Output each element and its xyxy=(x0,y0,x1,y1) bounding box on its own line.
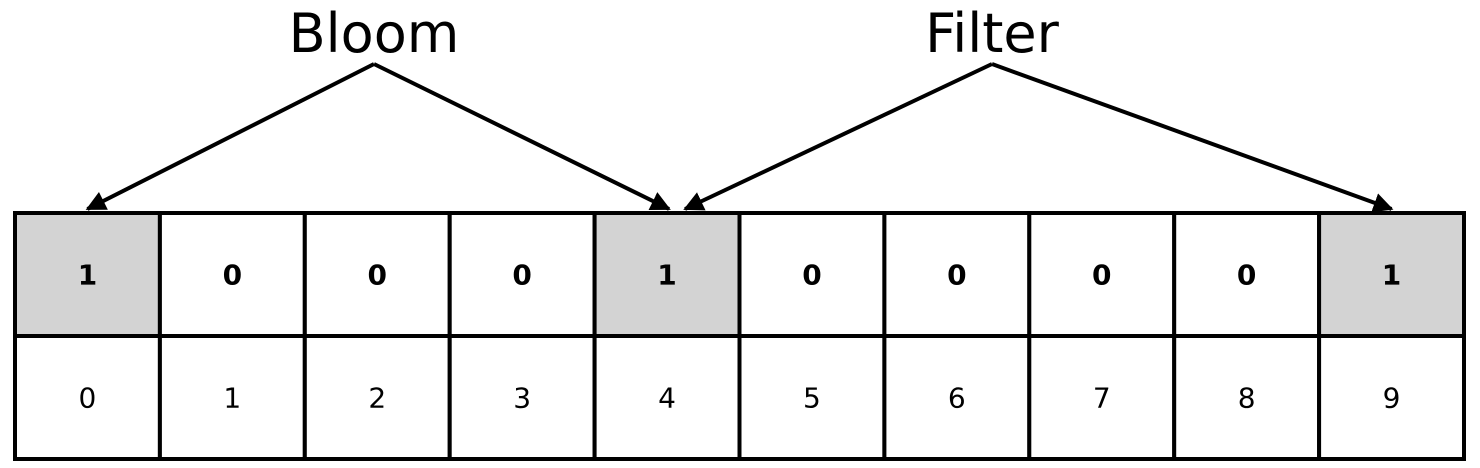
bit-value: 0 xyxy=(512,259,531,292)
index-cell xyxy=(1027,334,1177,461)
bit-array: 1 0 0 1 0 2 0 3 1 4 0 5 0 6 0 7 0 8 1 9 xyxy=(13,211,1466,461)
bit-value: 1 xyxy=(657,259,676,292)
index-label: 3 xyxy=(513,382,531,415)
arrow xyxy=(991,62,1394,213)
arrow xyxy=(683,62,993,211)
index-cell xyxy=(13,334,162,461)
word-filter: Filter xyxy=(925,2,1060,65)
arrows xyxy=(85,62,1394,213)
bit-value: 1 xyxy=(1382,259,1401,292)
index-label: 6 xyxy=(948,382,966,415)
bit-cell xyxy=(1172,211,1322,338)
index-cell xyxy=(737,334,887,461)
bit-value: 0 xyxy=(1237,259,1256,292)
index-cell xyxy=(447,334,597,461)
bit-cell xyxy=(13,211,162,338)
bit-value: 0 xyxy=(802,259,821,292)
arrow xyxy=(373,62,671,211)
index-label: 4 xyxy=(658,382,676,415)
index-label: 5 xyxy=(803,382,821,415)
bit-value: 1 xyxy=(78,259,97,292)
bit-value: 0 xyxy=(368,259,387,292)
index-cell xyxy=(1317,334,1466,461)
bit-value: 0 xyxy=(1092,259,1111,292)
bit-value: 0 xyxy=(223,259,242,292)
index-cell xyxy=(882,334,1032,461)
index-label: 0 xyxy=(79,382,97,415)
index-cell xyxy=(302,334,452,461)
bit-value: 0 xyxy=(947,259,966,292)
index-label: 8 xyxy=(1238,382,1256,415)
index-label: 1 xyxy=(223,382,241,415)
index-label: 2 xyxy=(368,382,386,415)
index-label: 7 xyxy=(1093,382,1111,415)
word-bloom: Bloom xyxy=(289,2,460,65)
index-cell xyxy=(592,334,742,461)
index-label: 9 xyxy=(1383,382,1401,415)
arrow xyxy=(85,62,375,211)
bit-cell xyxy=(1317,211,1466,338)
